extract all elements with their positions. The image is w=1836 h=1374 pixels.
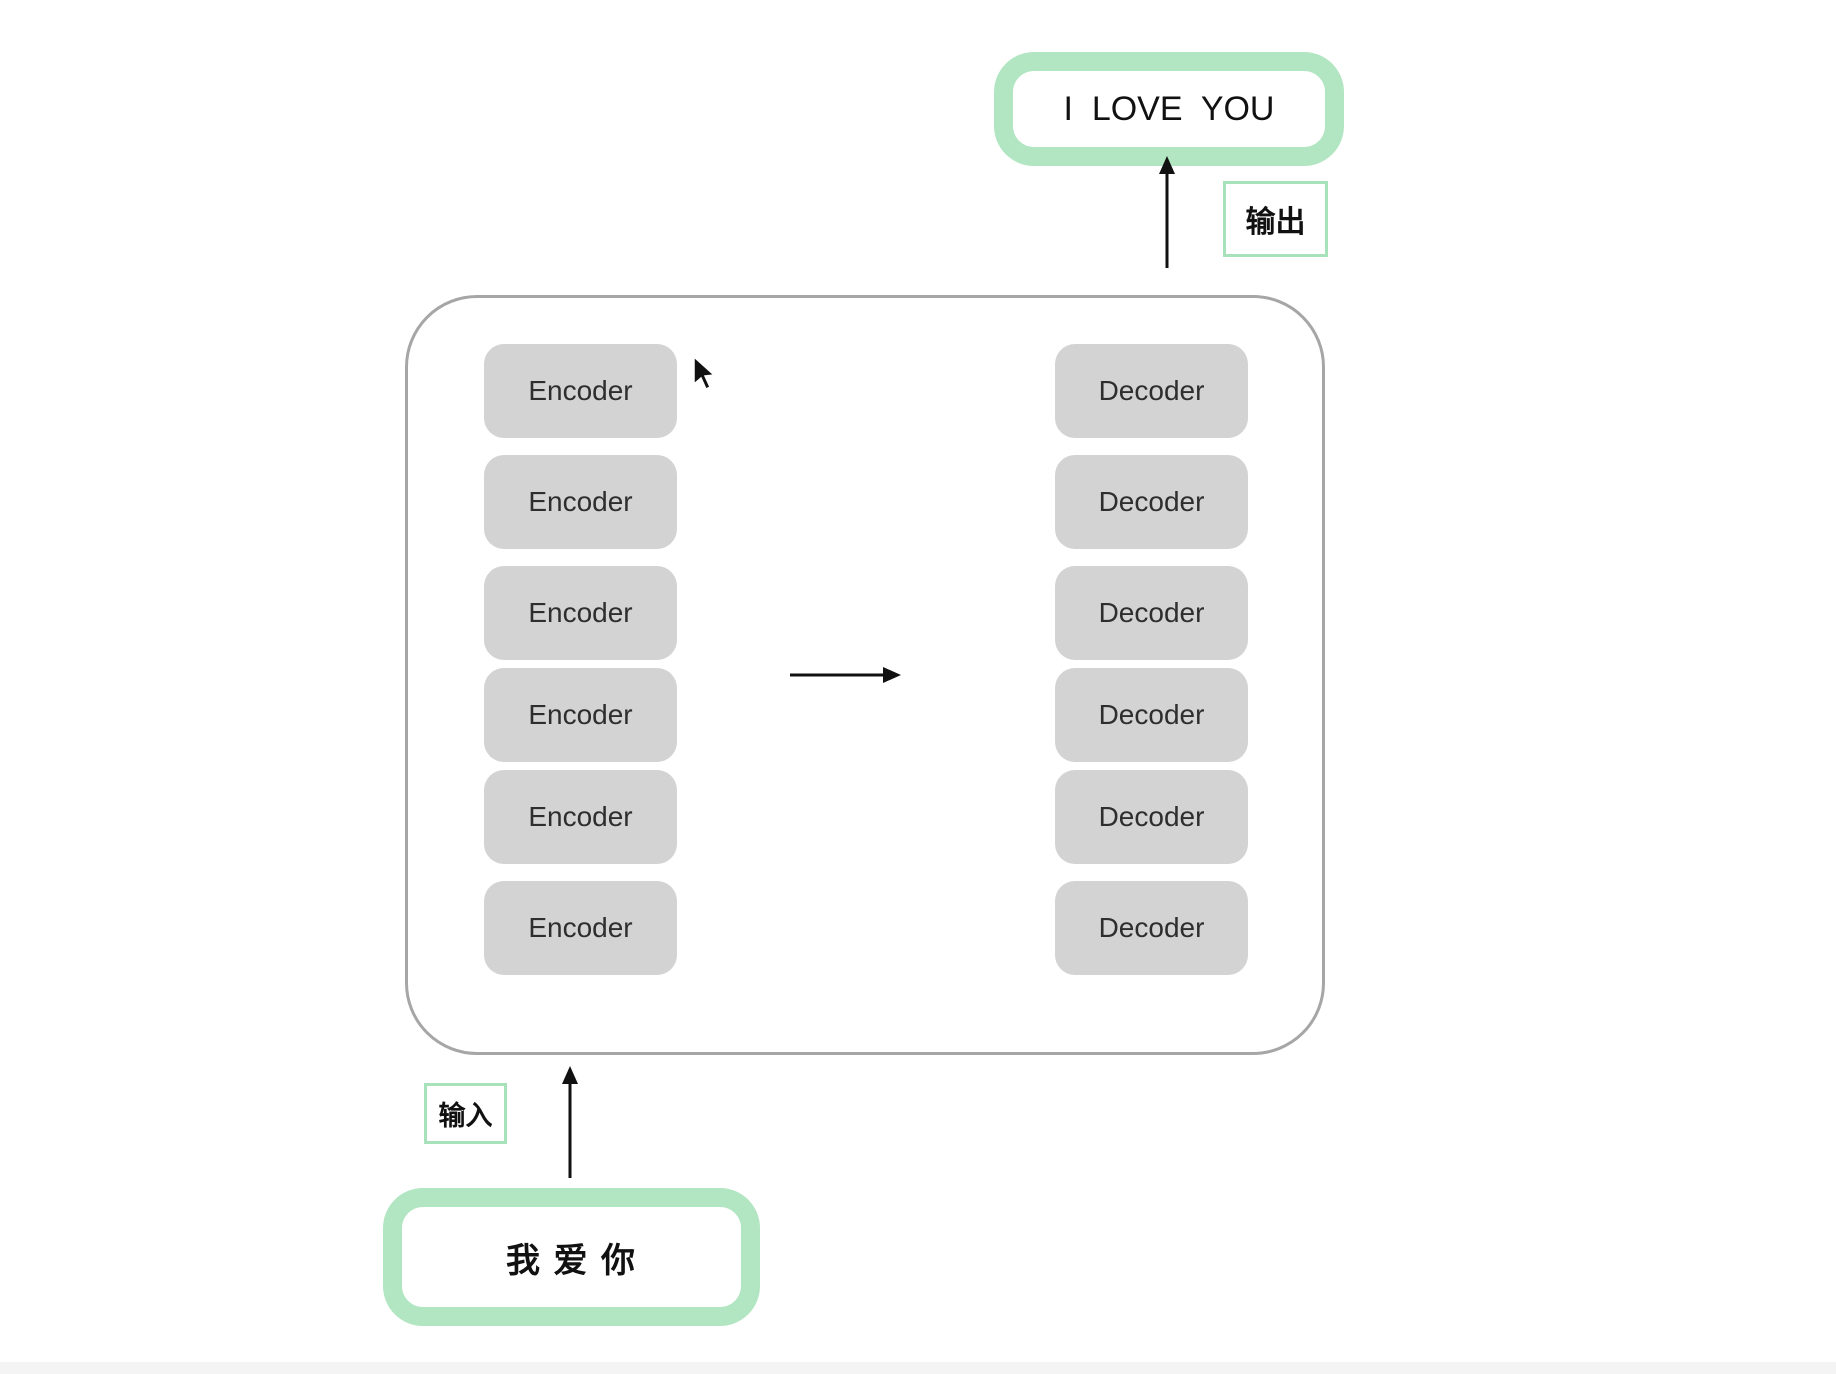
output-sentence-box: I LOVE YOU	[994, 52, 1344, 166]
encoder-block: Encoder	[484, 770, 677, 864]
decoder-block-label: Decoder	[1098, 375, 1205, 406]
encoder-block: Encoder	[484, 344, 677, 438]
output-label-text: 输出	[1245, 206, 1306, 239]
encoder-block-label: Encoder	[528, 912, 633, 943]
decoder-block: Decoder	[1055, 566, 1248, 660]
encoder-block-label: Encoder	[528, 801, 633, 832]
decoder-block: Decoder	[1055, 881, 1248, 975]
encoder-block: Encoder	[484, 881, 677, 975]
input-label-text: 输入	[438, 1101, 493, 1131]
output-arrow	[1159, 156, 1175, 268]
output-sentence-text: I LOVE YOU	[1063, 89, 1275, 128]
decoder-block-label: Decoder	[1098, 912, 1205, 943]
decoder-block: Decoder	[1055, 344, 1248, 438]
encoder-block-label: Encoder	[528, 597, 633, 628]
encoder-block: Encoder	[484, 455, 677, 549]
bottom-band	[0, 1362, 1836, 1374]
encoder-block-label: Encoder	[528, 699, 633, 730]
decoder-block: Decoder	[1055, 455, 1248, 549]
decoder-block-label: Decoder	[1098, 801, 1205, 832]
output-label: 输出	[1223, 181, 1328, 257]
decoder-block: Decoder	[1055, 770, 1248, 864]
input-arrow	[562, 1066, 578, 1178]
decoder-block: Decoder	[1055, 668, 1248, 762]
input-sentence-box: 我 爱 你	[383, 1188, 760, 1326]
encoder-block-label: Encoder	[528, 486, 633, 517]
decoder-block-label: Decoder	[1098, 699, 1205, 730]
input-sentence-text: 我 爱 你	[506, 1241, 637, 1280]
decoder-block-label: Decoder	[1098, 597, 1205, 628]
encoder-block-label: Encoder	[528, 375, 633, 406]
decoder-block-label: Decoder	[1098, 486, 1205, 517]
encoder-block: Encoder	[484, 668, 677, 762]
input-label: 输入	[424, 1083, 507, 1144]
encoder-block: Encoder	[484, 566, 677, 660]
